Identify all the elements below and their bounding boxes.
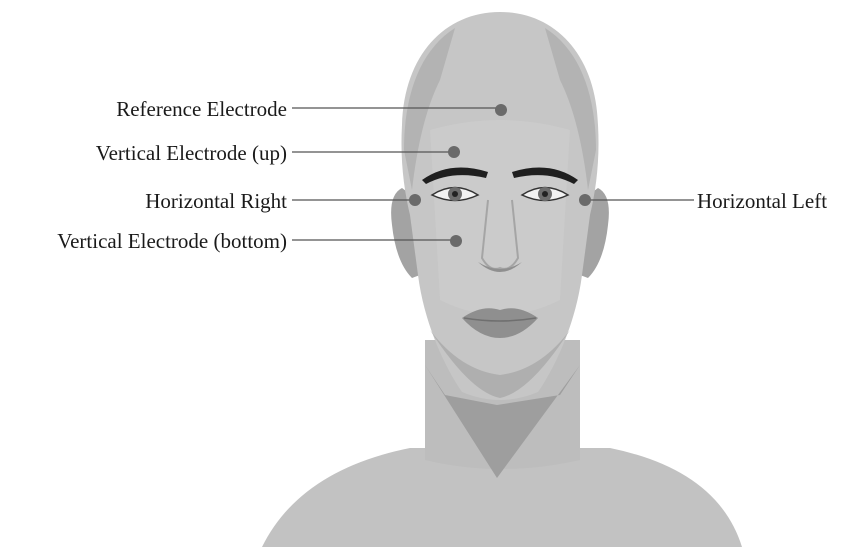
vertical-bottom-electrode-label: Vertical Electrode (bottom) — [57, 229, 287, 253]
vertical-up-electrode-label: Vertical Electrode (up) — [96, 141, 287, 165]
reference-electrode-dot — [495, 104, 507, 116]
horizontal-left-electrode-dot — [579, 194, 591, 206]
horizontal-right-electrode-label: Horizontal Right — [145, 189, 287, 213]
reference-electrode-label: Reference Electrode — [116, 97, 287, 121]
horizontal-left-electrode-label: Horizontal Left — [697, 189, 827, 213]
vertical-up-electrode-dot — [448, 146, 460, 158]
horizontal-right-electrode-dot — [409, 194, 421, 206]
vertical-bottom-electrode-dot — [450, 235, 462, 247]
